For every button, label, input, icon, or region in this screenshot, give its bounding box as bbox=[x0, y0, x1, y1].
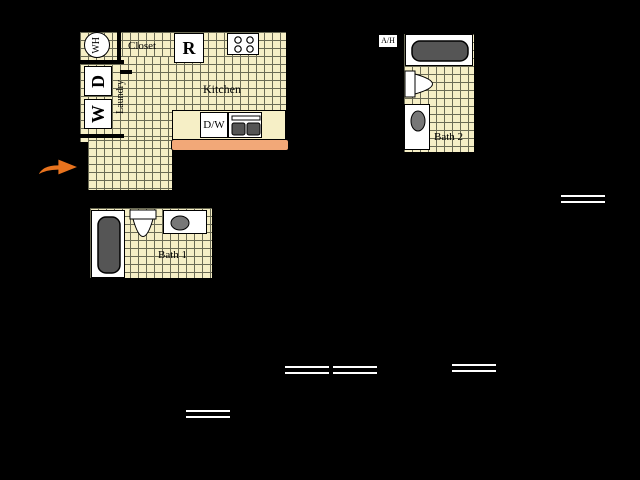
wall bbox=[120, 70, 132, 74]
dishwasher: D/W bbox=[200, 112, 228, 138]
bath2-bathtub-icon bbox=[405, 34, 473, 66]
air-handler: A/H bbox=[378, 34, 398, 48]
bath1-label: Bath 1 bbox=[158, 249, 188, 261]
range: R bbox=[174, 33, 204, 63]
window bbox=[561, 195, 605, 203]
dryer-label: D bbox=[87, 74, 108, 88]
window bbox=[186, 410, 230, 418]
entry-floor bbox=[88, 140, 172, 192]
washer: W bbox=[84, 99, 112, 129]
wall bbox=[80, 60, 124, 64]
counter-peninsula bbox=[171, 139, 289, 151]
window bbox=[333, 366, 377, 374]
entry-arrow-icon bbox=[37, 158, 80, 176]
range-label: R bbox=[182, 37, 196, 58]
kitchen-label: Kitchen bbox=[203, 82, 241, 96]
wall bbox=[117, 30, 121, 62]
window bbox=[285, 366, 329, 374]
closet-floor bbox=[122, 32, 174, 56]
bath2-label: Bath 2 bbox=[434, 131, 464, 143]
window bbox=[452, 364, 496, 372]
sink-icon bbox=[228, 112, 262, 138]
dryer: D bbox=[84, 66, 112, 96]
bath1-sink-icon bbox=[163, 210, 207, 234]
toilet-icon bbox=[128, 208, 158, 248]
wall bbox=[86, 190, 182, 206]
air-handler-label: A/H bbox=[381, 36, 395, 45]
cooktop-burners-icon bbox=[227, 33, 259, 55]
washer-label: W bbox=[87, 105, 108, 123]
water-heater: WH bbox=[84, 32, 110, 58]
bathtub-icon bbox=[91, 210, 125, 278]
bath2-toilet-icon bbox=[404, 68, 444, 100]
dishwasher-label: D/W bbox=[203, 118, 225, 131]
closet-label: Closet bbox=[128, 40, 157, 52]
water-heater-label: WH bbox=[91, 36, 102, 54]
bath2-sink-icon bbox=[404, 104, 430, 150]
laundry-label: Laundry bbox=[115, 80, 126, 114]
wall bbox=[80, 134, 124, 138]
